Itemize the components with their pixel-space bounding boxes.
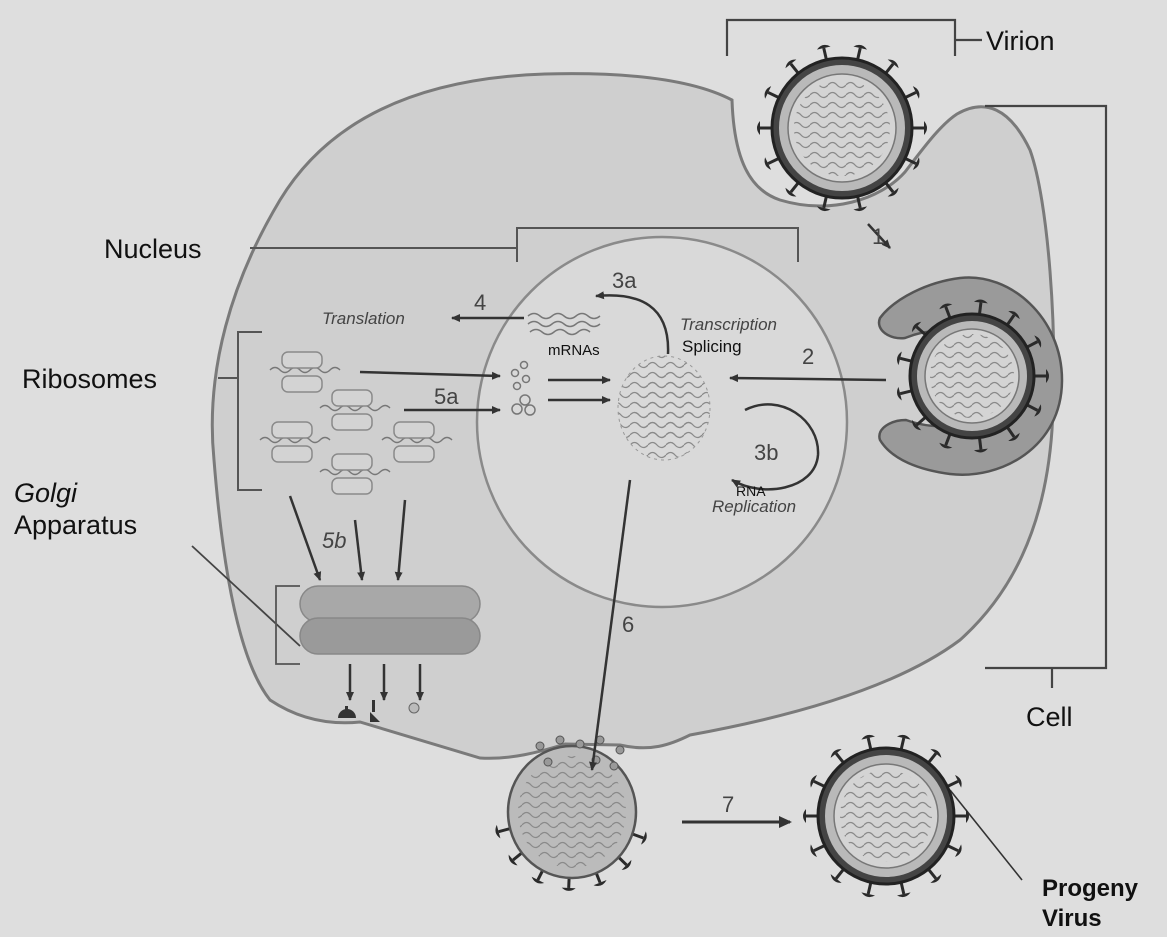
cell-label: Cell	[1026, 702, 1073, 732]
step-2-label: 2	[802, 344, 814, 369]
virion-label: Virion	[986, 26, 1055, 56]
progeny-leader	[950, 790, 1022, 880]
ribosomes-label: Ribosomes	[22, 364, 157, 394]
step-3a-label: 3a	[612, 268, 637, 293]
progeny-virion	[803, 735, 969, 897]
golgi-apparatus	[300, 586, 480, 654]
golgi-label-line1: Golgi	[14, 478, 78, 508]
progeny-label-line2: Virus	[1042, 905, 1102, 932]
splicing-label: Splicing	[682, 337, 742, 356]
step-4-label: 4	[474, 290, 486, 315]
rna-cluster	[618, 356, 710, 460]
step-5a-label: 5a	[434, 384, 459, 409]
step-7-label: 7	[722, 792, 734, 817]
progeny-label-line1: Progeny	[1042, 875, 1139, 902]
step-1-label: 1	[872, 224, 884, 249]
replication-label: Replication	[712, 497, 796, 516]
virion-bracket	[727, 20, 982, 56]
nucleus-label: Nucleus	[104, 234, 202, 264]
golgi-label-line2: Apparatus	[14, 510, 137, 540]
step-6-label: 6	[622, 612, 634, 637]
step-5b-label: 5b	[322, 528, 346, 553]
step-3b-label: 3b	[754, 440, 778, 465]
translation-label: Translation	[322, 309, 405, 328]
transcription-label: Transcription	[680, 315, 777, 334]
mrnas-label: mRNAs	[548, 342, 600, 359]
budding-virion	[495, 736, 646, 891]
